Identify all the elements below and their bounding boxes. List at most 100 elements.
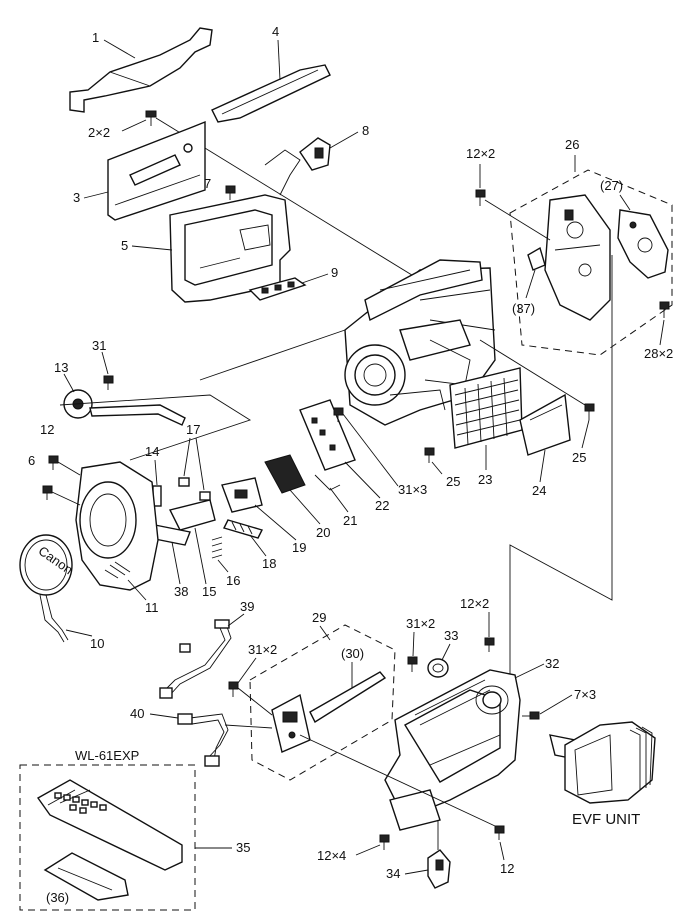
part-40-cable [177,713,229,767]
label-1: 1 [92,30,99,45]
evf-unit [549,721,656,804]
label-17: 17 [186,422,200,437]
part-22-board [299,399,356,471]
label-12-bottom: 12 [500,861,514,876]
label-36: (36) [46,890,69,905]
part-4-strip [211,64,331,123]
part-34-clip [427,849,451,889]
part-39-cable [159,619,232,699]
label-38: 38 [174,584,188,599]
screw-31x2-left-icon [228,681,239,697]
label-24: 24 [532,483,546,498]
screw-2-icon [145,110,157,126]
part-8-bracket [299,137,331,171]
label-10: 10 [90,636,104,651]
label-12x2-top: 12×2 [466,146,495,161]
remote-group-outline [19,764,196,911]
part-13-switch [63,389,186,426]
label-9: 9 [331,265,338,280]
label-11: 11 [145,600,159,615]
label-31x3: 31×3 [398,482,427,497]
label-7: 7 [204,176,211,191]
label-12: 12 [40,422,54,437]
label-32: 32 [545,656,559,671]
part-33-ring [427,658,449,678]
label-22: 22 [375,498,389,513]
label-23: 23 [478,472,492,487]
label-25-right: 25 [572,450,586,465]
screw-6-icon [42,485,53,500]
part-21-clip [314,474,341,491]
screw-7-icon [225,185,236,200]
label-16: 16 [226,573,240,588]
part-5-frame [169,149,301,303]
label-5: 5 [121,238,128,253]
evf-unit-label: EVF UNIT [572,811,640,828]
label-7x3: 7×3 [574,687,596,702]
screw-12-bottom-icon [494,825,505,840]
screw-25-right-icon [584,403,595,420]
part-36-battery-cover [43,852,129,901]
part-18-spring [222,519,264,539]
label-31: 31 [92,338,106,353]
screw-12x4-icon [379,834,390,850]
label-19: 19 [292,540,306,555]
part-11-front-housing [75,461,159,591]
part-27-gear-plate [617,209,669,279]
part-29-board [271,693,311,753]
part-19-block [221,477,263,513]
part-15-bracket [168,499,216,531]
label-18: 18 [262,556,276,571]
label-2: 2×2 [88,125,110,140]
remote-title: WL-61EXP [75,748,139,763]
part-16-spring [211,536,223,559]
label-3: 3 [73,190,80,205]
label-33: 33 [444,628,458,643]
part-35-remote [36,779,183,871]
label-26: 26 [565,137,579,152]
part-37-clip [527,246,546,271]
screw-28x2-icon [659,301,670,318]
screw-25-center-icon [424,447,435,463]
label-40: 40 [130,706,144,721]
connector-line-evf [509,255,613,680]
part-32-rear-housing [384,669,521,831]
screw-31x3-icon [333,407,344,422]
label-12x2-bottom: 12×2 [460,596,489,611]
part-24-holder [519,393,571,456]
label-20: 20 [316,525,330,540]
label-31x2-right: 31×2 [406,616,435,631]
part-20-filter [264,454,306,494]
label-25-center: 25 [446,474,460,489]
part-9-connector [248,277,307,301]
part-26-side-plate [544,194,611,321]
group-26-outline [509,169,673,356]
label-28x2: 28×2 [644,346,673,361]
label-31x2-left: 31×2 [248,642,277,657]
label-30: (30) [341,646,364,661]
group-29-outline [249,624,396,781]
label-21: 21 [343,513,357,528]
screw-7x3-icon [522,711,540,720]
label-39: 39 [240,599,254,614]
label-37: (37) [512,301,535,316]
screw-12x2-top-icon [475,189,486,206]
part-10-lens-cap: Canon [19,534,76,643]
label-4: 4 [272,24,279,39]
part-3-bracket [107,120,206,221]
screw-12-left-icon [48,455,59,470]
label-35: 35 [236,840,250,855]
label-15: 15 [202,584,216,599]
screw-31x2-right-icon [407,656,418,672]
part-17-pads [178,477,211,501]
label-12x4: 12×4 [317,848,346,863]
screw-31-icon [103,375,114,390]
label-14: 14 [145,444,159,459]
label-6: 6 [28,453,35,468]
label-29: 29 [312,610,326,625]
label-8: 8 [362,123,369,138]
label-13: 13 [54,360,68,375]
label-34: 34 [386,866,400,881]
